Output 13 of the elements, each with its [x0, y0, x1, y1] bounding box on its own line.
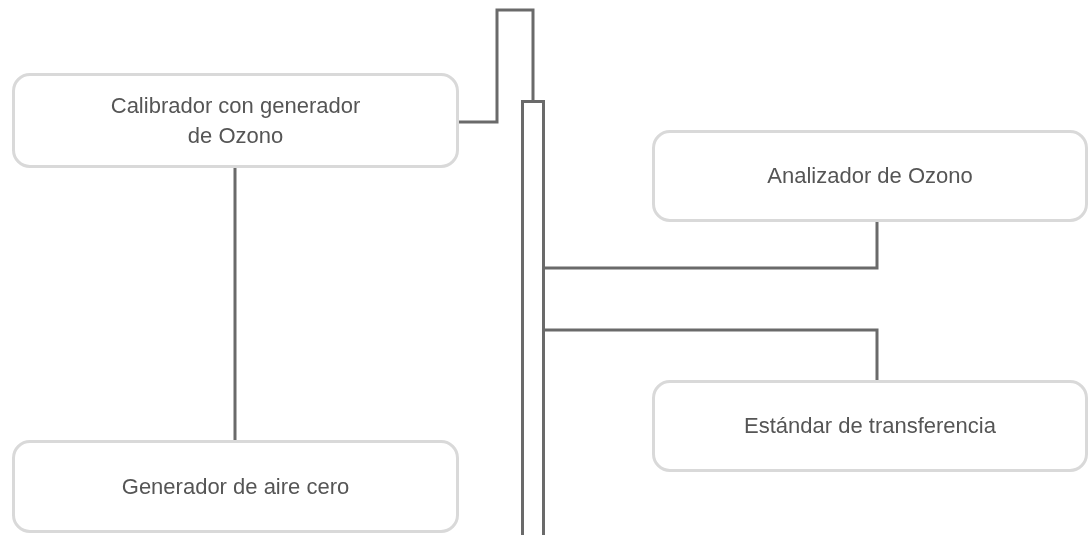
connector-line [459, 8, 535, 124]
connector-line [545, 222, 879, 270]
process-box [12, 440, 459, 533]
box-label: Estándar de transferencia [744, 412, 996, 440]
box-label: Generador de aire cero [121, 472, 350, 501]
process-box [12, 73, 459, 168]
connector-line [233, 168, 237, 440]
box-label: Analizador de Ozono [767, 162, 973, 190]
process-box [652, 130, 1088, 222]
manifold-tube [521, 100, 545, 535]
box-label: Calibrador con generador de Ozono [109, 91, 362, 150]
process-box [652, 380, 1088, 472]
connector-line [545, 328, 879, 380]
